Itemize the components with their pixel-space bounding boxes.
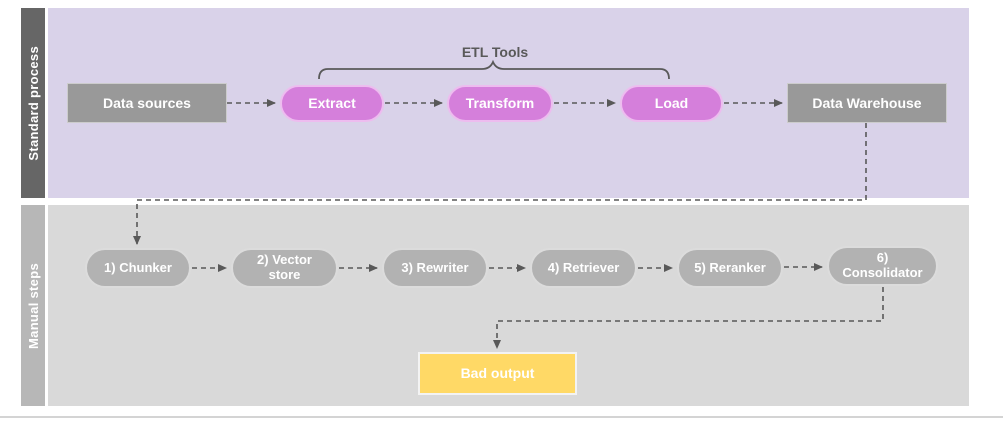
lane-label-manual-steps: Manual steps (25, 262, 41, 349)
node-extract: Extract (280, 85, 384, 122)
node-vector-store: 2) Vector store (231, 248, 338, 288)
lane-header-manual-steps: Manual steps (21, 205, 45, 406)
page-divider (0, 416, 1003, 418)
node-transform: Transform (447, 85, 553, 122)
node-data-sources: Data sources (67, 83, 227, 123)
lane-label-standard-process: Standard process (25, 45, 41, 161)
etl-tools-label: ETL Tools (461, 44, 529, 60)
node-rewriter: 3) Rewriter (382, 248, 488, 288)
node-data-warehouse: Data Warehouse (787, 83, 947, 123)
node-load: Load (620, 85, 723, 122)
node-bad-output: Bad output (418, 352, 577, 395)
node-retriever: 4) Retriever (530, 248, 637, 288)
lane-header-standard-process: Standard process (21, 8, 45, 198)
node-consolidator: 6) Consolidator (827, 246, 938, 286)
node-chunker: 1) Chunker (85, 248, 191, 288)
node-reranker: 5) Reranker (677, 248, 783, 288)
